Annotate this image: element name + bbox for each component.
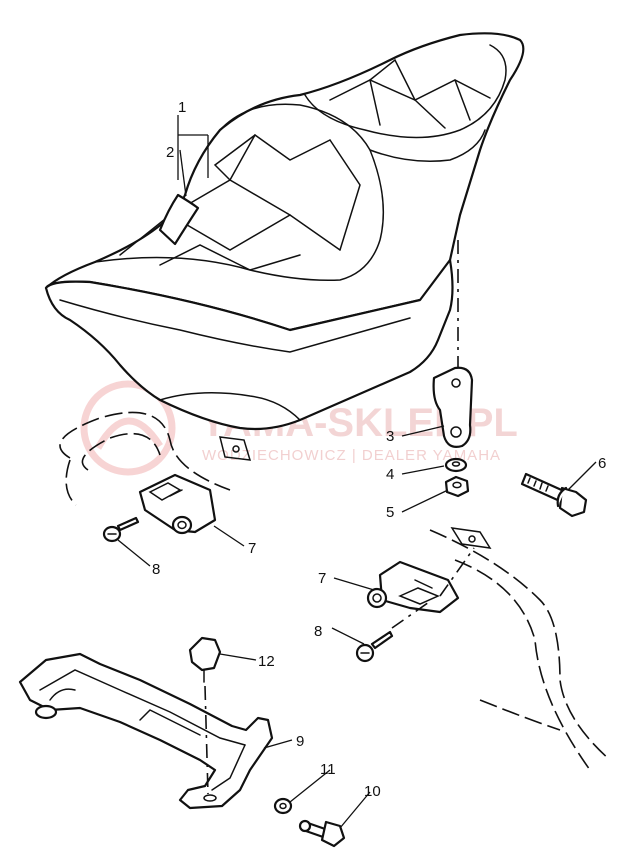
callout-7-right: 7: [318, 570, 326, 587]
callout-1: 1: [178, 99, 186, 116]
install-line-right-latch: [391, 547, 475, 629]
callouts: 1 2 3 4 5 6 7 7 8 8 9 10 11 12: [152, 99, 606, 800]
seat-bracket: [432, 366, 474, 448]
frame-outline-right: [429, 529, 611, 771]
callout-8-left: 8: [152, 561, 160, 578]
frame-tab: [450, 527, 492, 549]
nut: [444, 475, 470, 498]
callout-10: 10: [364, 783, 381, 800]
callout-12: 12: [258, 653, 275, 670]
install-line-damper: [204, 685, 209, 795]
watermark-tagline: WODZIECHOWICZ | DEALER YAMAHA: [202, 447, 501, 464]
screw-right: [355, 630, 394, 663]
callout-7-left: 7: [248, 540, 256, 557]
collar: [273, 797, 293, 815]
callout-6: 6: [598, 455, 606, 472]
watermark-logo-icon: [80, 380, 176, 476]
seat-stay: [18, 652, 274, 810]
callout-3: 3: [386, 428, 394, 445]
rubber-damper: [188, 636, 222, 683]
screw-left: [102, 516, 140, 543]
frame-tab-left: [219, 436, 252, 461]
callout-11: 11: [320, 761, 336, 778]
callout-2: 2: [166, 144, 174, 161]
seat-assembly: [44, 32, 525, 431]
seat-lock-bracket-right: [366, 560, 460, 614]
washer: [444, 457, 468, 473]
bolt-long: [520, 472, 588, 518]
seat-lock-bracket-left: [138, 473, 217, 535]
callout-8-right: 8: [314, 623, 322, 640]
callout-4: 4: [386, 466, 394, 483]
leader-lines: [117, 115, 597, 829]
bolt-short: [298, 819, 346, 848]
frame-outline-left: [59, 411, 231, 506]
callout-5: 5: [386, 504, 394, 521]
callout-9: 9: [296, 733, 304, 750]
